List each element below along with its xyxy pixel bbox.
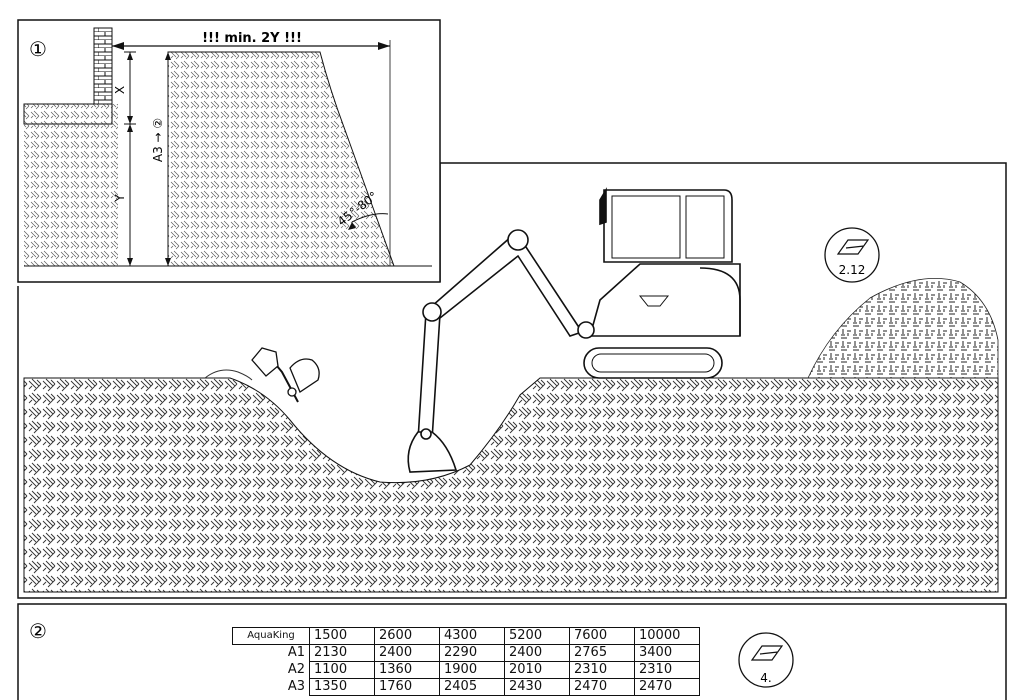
table-cell: 1350 xyxy=(309,678,375,696)
table-row-label: A1 xyxy=(232,644,310,662)
table-header-cell: 5200 xyxy=(504,627,570,645)
table-cell: 2400 xyxy=(374,644,440,662)
spoil-pile xyxy=(807,278,999,379)
dimension-a3-label: A3 → ② xyxy=(151,118,165,162)
panel-2-border xyxy=(17,603,1007,700)
panel-2-number: ② xyxy=(29,619,47,643)
table-cell: 2400 xyxy=(504,644,570,662)
table-row: A3 1350 1760 2405 2430 2470 2470 xyxy=(232,678,700,696)
dimension-y-label: Y xyxy=(113,194,127,203)
brick-wall xyxy=(93,27,113,105)
table-cell: 2430 xyxy=(504,678,570,696)
worker-shovel xyxy=(251,347,320,403)
inset-soil xyxy=(24,104,118,266)
table-cell: 2765 xyxy=(569,644,635,662)
table-row-label: A2 xyxy=(232,661,310,679)
table-cell: 2310 xyxy=(634,661,700,679)
reference-badge-2-12-label: 2.12 xyxy=(839,263,866,277)
table-row-label: A3 xyxy=(232,678,310,696)
table-cell: 1760 xyxy=(374,678,440,696)
table-header-cell: 4300 xyxy=(439,627,505,645)
table-cell: 2470 xyxy=(569,678,635,696)
table-row: A2 1100 1360 1900 2010 2310 2310 xyxy=(232,661,700,679)
table-header-cell: 7600 xyxy=(569,627,635,645)
table-cell: 1900 xyxy=(439,661,505,679)
aquaking-dimension-table: AquaKing 1500 2600 4300 5200 7600 10000 … xyxy=(232,627,700,696)
main-panel: 2.12 xyxy=(17,162,1007,599)
dimension-x-label: X xyxy=(113,86,127,94)
loose-soil-edge xyxy=(204,369,253,381)
panel-1 xyxy=(17,19,441,283)
inset-soil-block xyxy=(167,51,395,267)
foundation-slab xyxy=(23,103,113,125)
slope-angle-arc xyxy=(351,213,389,223)
table-header-row: AquaKing 1500 2600 4300 5200 7600 10000 xyxy=(232,627,700,645)
table-header-cell: 10000 xyxy=(634,627,700,645)
table-cell: 2010 xyxy=(504,661,570,679)
table-cell: 3400 xyxy=(634,644,700,662)
table-row: A1 2130 2400 2290 2400 2765 3400 xyxy=(232,644,700,662)
table-cell: 1360 xyxy=(374,661,440,679)
table-header-cell: 2600 xyxy=(374,627,440,645)
table-cell: 2310 xyxy=(569,661,635,679)
mini-excavator xyxy=(407,187,741,473)
reference-badge-4-label: 4. xyxy=(760,671,771,685)
table-cell: 2470 xyxy=(634,678,700,696)
table-header-cell: 1500 xyxy=(309,627,375,645)
table-cell: 2405 xyxy=(439,678,505,696)
panel-2 xyxy=(17,603,1007,700)
panel-1-number: ① xyxy=(29,37,47,61)
table-cell: 1100 xyxy=(309,661,375,679)
reference-badge-4 xyxy=(738,632,794,688)
table-header-model: AquaKing xyxy=(232,627,310,645)
distance-label: !!! min. 2Y !!! xyxy=(202,31,302,46)
ground-soil xyxy=(23,377,999,593)
table-cell: 2130 xyxy=(309,644,375,662)
table-cell: 2290 xyxy=(439,644,505,662)
reference-badge-2-12 xyxy=(824,227,880,283)
